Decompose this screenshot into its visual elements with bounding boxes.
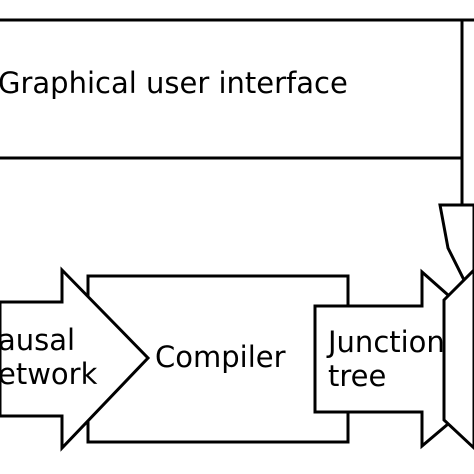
junction-tree-label-line1: Junction xyxy=(326,325,445,359)
junction-tree-arrow xyxy=(313,268,474,450)
gui-label: Graphical user interface xyxy=(0,66,348,100)
gui-down-arrow xyxy=(438,158,474,301)
causal-network-label-line2: etwork xyxy=(0,357,98,391)
junction-tree-label-line2: tree xyxy=(328,359,386,393)
compiler-label: Compiler xyxy=(155,340,286,374)
next-stage-arrow xyxy=(442,267,474,451)
causal-network-arrow xyxy=(0,266,151,452)
causal-network-label-line1: ausal xyxy=(0,323,75,357)
